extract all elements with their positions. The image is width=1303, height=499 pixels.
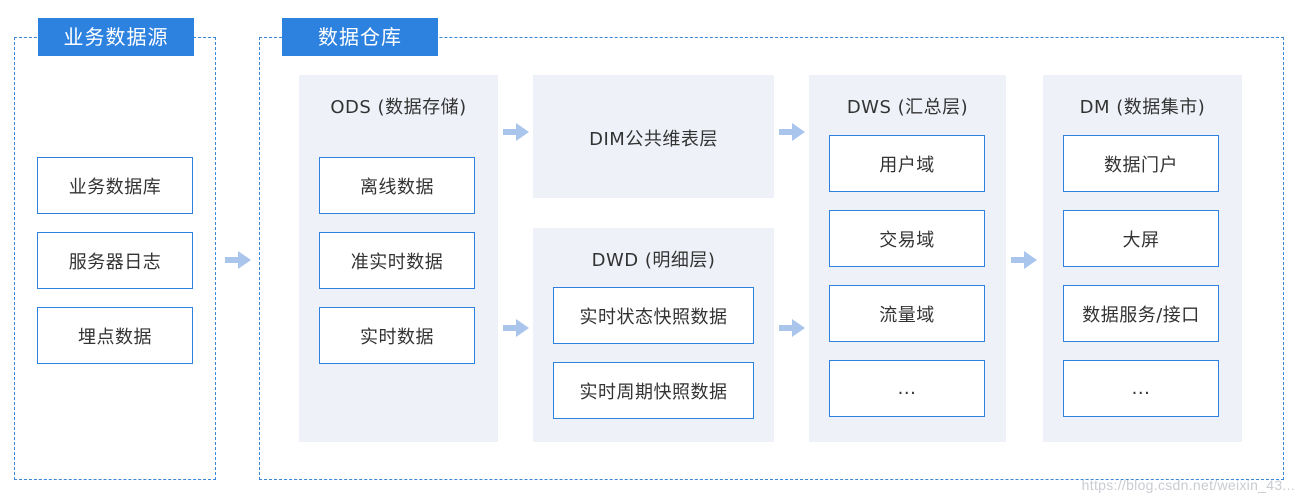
dm-item-screen: 大屏 xyxy=(1063,210,1219,267)
dm-title: DM (数据集市) xyxy=(1079,97,1206,118)
dwd-item-period-snapshot: 实时周期快照数据 xyxy=(553,362,754,419)
source-title: 业务数据源 xyxy=(38,18,194,56)
warehouse-title: 数据仓库 xyxy=(282,18,438,56)
ods-item-near-realtime: 准实时数据 xyxy=(319,232,475,289)
source-item-tracking: 埋点数据 xyxy=(37,307,193,364)
ods-title: ODS (数据存储) xyxy=(330,97,467,118)
arrow-right-icon xyxy=(1011,250,1037,270)
dm-item-portal: 数据门户 xyxy=(1063,135,1219,192)
source-item-server-log: 服务器日志 xyxy=(37,232,193,289)
dm-item-more: ... xyxy=(1063,360,1219,417)
arrow-right-icon xyxy=(779,318,805,338)
watermark: https://blog.csdn.net/weixin_43... xyxy=(1081,477,1295,493)
dim-title: DIM公共维表层 xyxy=(589,129,718,150)
arrow-right-icon xyxy=(779,122,805,142)
arrow-right-icon xyxy=(225,250,251,270)
dws-item-traffic: 流量域 xyxy=(829,285,985,342)
dws-item-user: 用户域 xyxy=(829,135,985,192)
dws-item-trade: 交易域 xyxy=(829,210,985,267)
arrow-right-icon xyxy=(503,318,529,338)
source-item-db: 业务数据库 xyxy=(37,157,193,214)
dwd-item-state-snapshot: 实时状态快照数据 xyxy=(553,287,754,344)
warehouse-frame xyxy=(259,37,1284,480)
dm-item-service-api: 数据服务/接口 xyxy=(1063,285,1219,342)
dws-title: DWS (汇总层) xyxy=(846,97,969,118)
arrow-right-icon xyxy=(503,122,529,142)
dwd-title: DWD (明细层) xyxy=(591,250,716,271)
ods-item-realtime: 实时数据 xyxy=(319,307,475,364)
dim-panel: DIM公共维表层 xyxy=(533,75,774,198)
dws-item-more: ... xyxy=(829,360,985,417)
ods-item-offline: 离线数据 xyxy=(319,157,475,214)
